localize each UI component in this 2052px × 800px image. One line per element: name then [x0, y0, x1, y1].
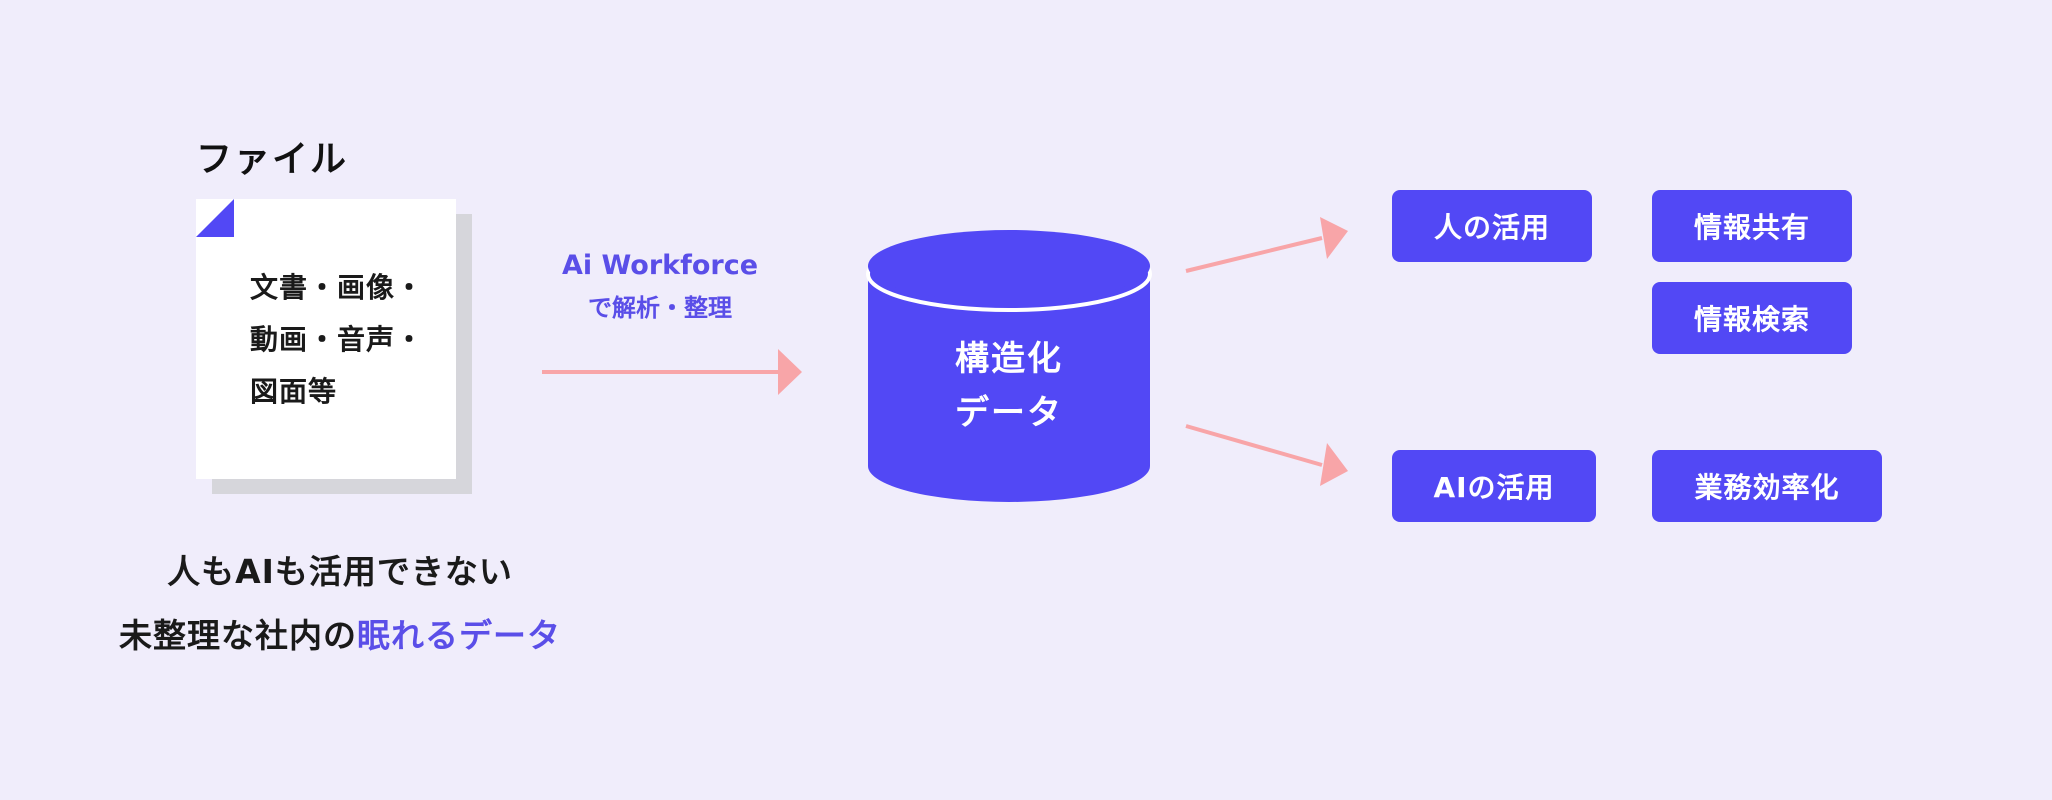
caption-line-1: 人もAIも活用できない — [167, 552, 513, 591]
process-label: Ai Workforce で解析・整理 — [520, 244, 800, 328]
caption-prefix: 未整理な社内の — [119, 616, 357, 655]
file-title: ファイル — [196, 139, 349, 180]
human-use-box: 人の活用 — [1392, 190, 1592, 262]
process-label-line-1: Ai Workforce — [561, 250, 759, 281]
document-line: 文書・画像・ — [250, 271, 425, 304]
arrow-file-to-database — [542, 349, 802, 395]
info-sharing-box: 情報共有 — [1652, 190, 1852, 262]
process-label-line-2: で解析・整理 — [588, 294, 732, 322]
document-page — [196, 199, 456, 479]
database-label-line-1: 構造化 — [955, 339, 1063, 379]
file-caption: 人もAIも活用できない 未整理な社内の眠れるデータ — [60, 540, 620, 668]
document-line: 動画・音声・ — [250, 323, 425, 356]
folded-corner-icon — [196, 199, 234, 237]
database-cylinder-icon — [866, 230, 1152, 502]
database-label-line-2: データ — [955, 393, 1063, 433]
caption-highlight: 眠れるデータ — [357, 616, 561, 655]
caption-line-2: 未整理な社内の眠れるデータ — [60, 604, 620, 668]
database-label: 構造化 データ — [866, 332, 1152, 440]
document-contents: 文書・画像・ 動画・音声・ 図面等 — [250, 262, 450, 418]
ai-use-box: AIの活用 — [1392, 450, 1596, 522]
document-line: 図面等 — [250, 375, 338, 408]
arrow-database-to-human-use — [1185, 217, 1348, 273]
business-efficiency-box: 業務効率化 — [1652, 450, 1882, 522]
arrow-database-to-ai-use — [1185, 424, 1348, 486]
info-search-box: 情報検索 — [1652, 282, 1852, 354]
